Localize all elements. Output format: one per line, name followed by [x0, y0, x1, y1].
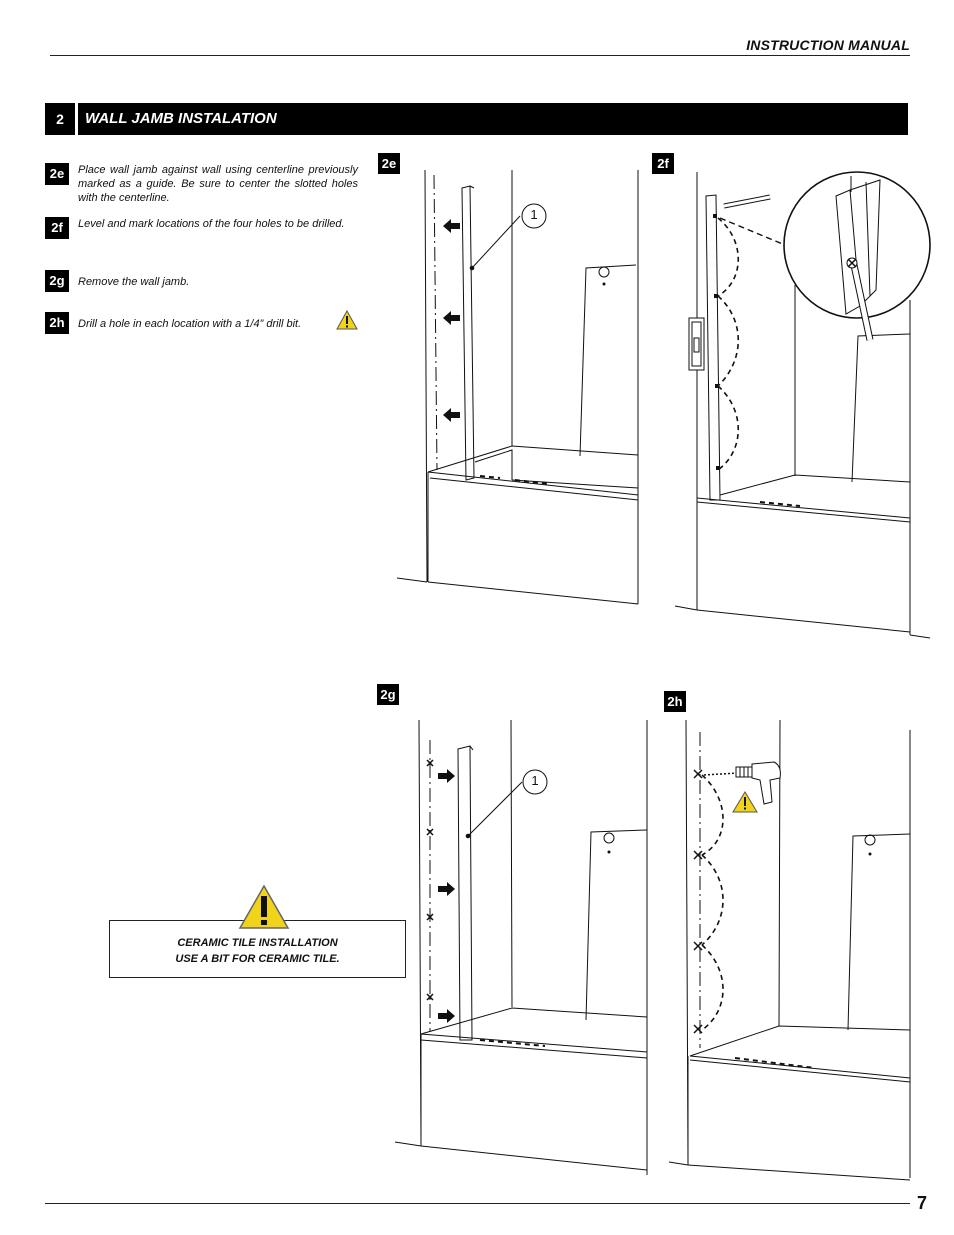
section-bar: 2 WALL JAMB INSTALATION [45, 103, 908, 135]
page-number: 7 [916, 1193, 927, 1213]
step-text: Drill a hole in each location with a 1/4… [78, 318, 302, 330]
figure-label-2f: 2f [652, 153, 674, 174]
step-badge: 2f [45, 217, 69, 239]
step-text: Place wall jamb against wall using cente… [78, 164, 358, 204]
hole-marks-2h [693, 769, 703, 1034]
section-separator [75, 103, 78, 135]
callout-number: 1 [530, 207, 538, 222]
step-text: Level and mark locations of the four hol… [78, 218, 345, 230]
figure-label-2h: 2h [664, 691, 686, 712]
footer-rule [45, 1203, 910, 1204]
step-badge: 2h [45, 312, 69, 334]
header-rule [50, 55, 910, 56]
warning-triangle-icon [238, 884, 290, 929]
section-number: 2 [56, 111, 64, 127]
section-title: WALL JAMB INSTALATION [85, 110, 277, 127]
figure-label-2e: 2e [378, 153, 400, 174]
arrow-icon [443, 219, 460, 422]
jamb-slots-2f [713, 214, 720, 470]
step-badge: 2g [45, 270, 69, 292]
figure-2g-drawing [394, 719, 648, 1175]
step-badge: 2e [45, 163, 69, 185]
caution-line-2: USE A BIT FOR CERAMIC TILE. [175, 953, 340, 965]
step-text: Remove the wall jamb. [78, 276, 190, 288]
arrow-icon [438, 769, 455, 1023]
warning-triangle-icon [336, 310, 358, 330]
header-title: INSTRUCTION MANUAL [746, 37, 910, 53]
figure-label-2g: 2g [377, 684, 399, 705]
callout-number: 1 [531, 773, 539, 788]
caution-box: CERAMIC TILE INSTALLATION USE A BIT FOR … [109, 920, 406, 978]
caution-line-1: CERAMIC TILE INSTALLATION [177, 937, 338, 949]
hole-marks-2g [426, 759, 434, 1001]
figure-2h-drawing [668, 719, 911, 1181]
warning-triangle-icon [732, 791, 758, 813]
figure-2f-drawing [674, 171, 931, 639]
figure-2e-drawing [396, 169, 639, 605]
drill-icon [735, 761, 781, 805]
